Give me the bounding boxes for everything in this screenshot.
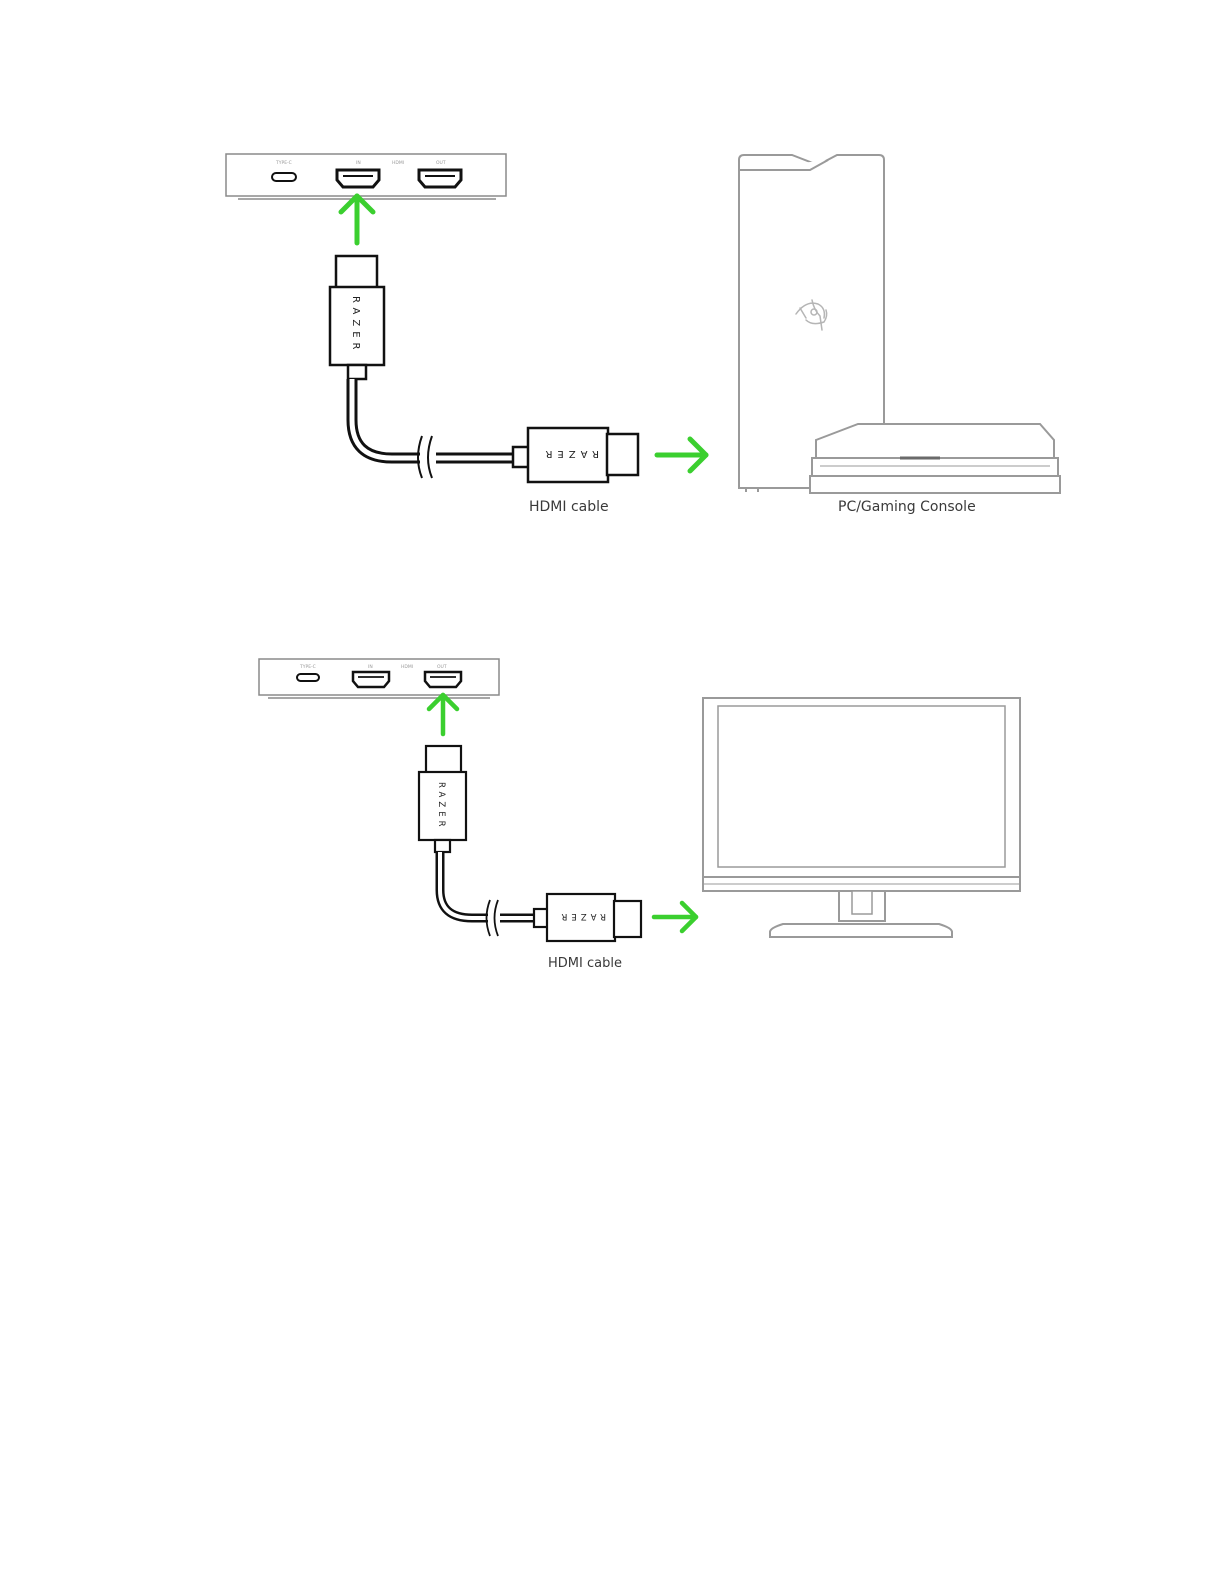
diagram-input-connection: TYPE-C IN HDMI OUT RAZER <box>0 0 1224 560</box>
arrow-right-icon <box>654 903 696 931</box>
hdmi-in-port <box>337 170 379 187</box>
monitor-icon <box>703 698 1020 937</box>
usb-c-port <box>297 674 319 681</box>
hdmi-cable: RAZER RAZER <box>419 746 641 941</box>
hdmi-in-port <box>353 672 389 687</box>
capture-box: TYPE-C IN HDMI OUT <box>259 659 499 698</box>
hdmi-cable-label: HDMI cable <box>529 499 609 515</box>
arrow-up-icon <box>429 695 457 734</box>
port-label-hdmi: HDMI <box>401 664 413 670</box>
hdmi-cable: RAZER RAZER <box>330 256 638 482</box>
pc-console-label: PC/Gaming Console <box>838 499 976 515</box>
diagram-output-connection: TYPE-C IN HDMI OUT RAZER <box>0 600 1224 1020</box>
gaming-console-icon <box>810 424 1060 493</box>
cable-brand-vertical: RAZER <box>436 782 446 830</box>
hdmi-out-port <box>425 672 461 687</box>
port-label-in: IN <box>356 160 361 166</box>
diagram-1-svg: TYPE-C IN HDMI OUT RAZER <box>0 0 1224 560</box>
cable-brand-horizontal: RAZER <box>540 448 599 459</box>
port-label-hdmi: HDMI <box>392 160 404 166</box>
hdmi-out-port <box>419 170 461 187</box>
hdmi-cable-label: HDMI cable <box>548 956 622 971</box>
capture-box: TYPE-C IN HDMI OUT <box>226 154 506 199</box>
cable-brand-vertical: RAZER <box>350 296 361 355</box>
port-label-out: OUT <box>436 160 446 166</box>
arrow-right-icon <box>657 439 706 471</box>
port-label-typec: TYPE-C <box>275 160 292 166</box>
port-label-in: IN <box>368 664 373 670</box>
arrow-up-icon <box>341 196 373 243</box>
port-label-typec: TYPE-C <box>299 664 316 670</box>
usb-c-port <box>272 173 296 181</box>
cable-brand-horizontal: RAZER <box>558 911 606 921</box>
port-label-out: OUT <box>437 664 447 670</box>
